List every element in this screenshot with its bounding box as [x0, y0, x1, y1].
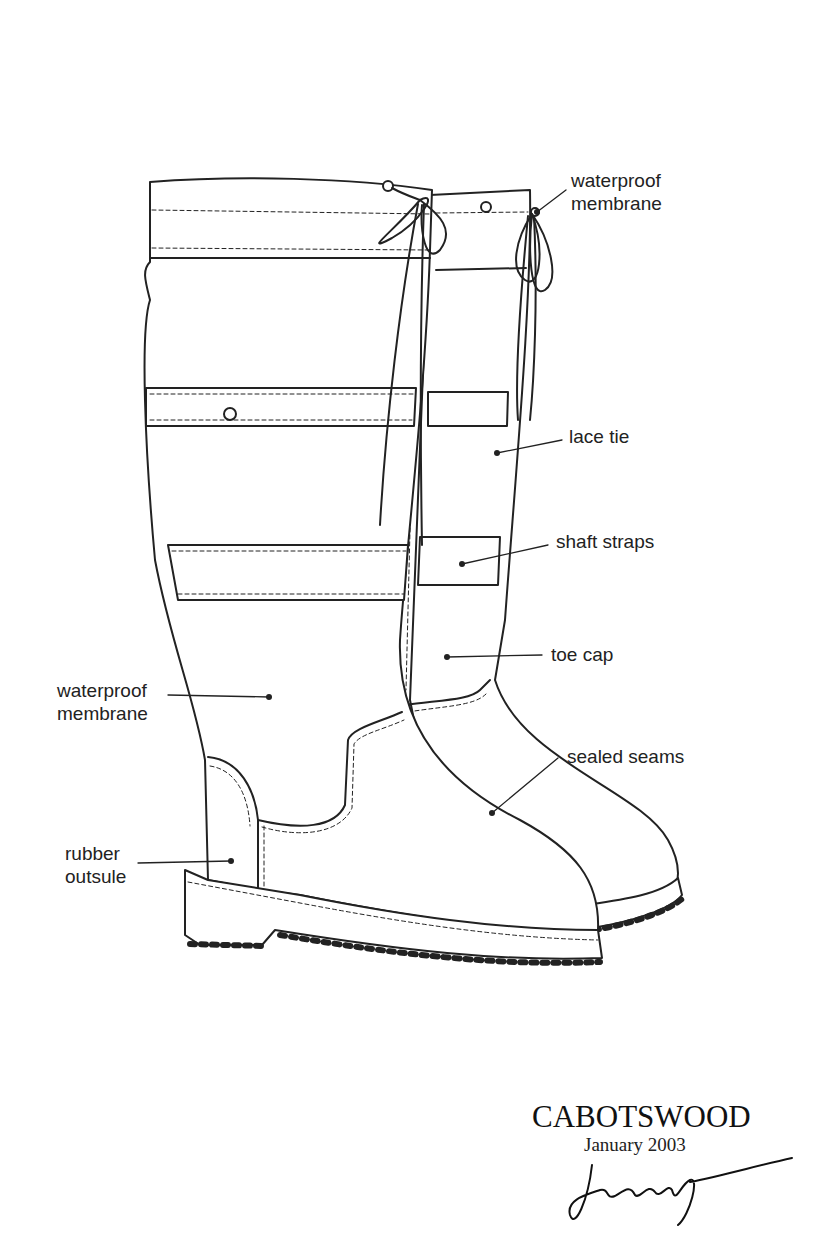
- part-label: shaft straps: [556, 531, 654, 554]
- part-label: waterproof membrane: [571, 170, 689, 216]
- back-stitch: [436, 212, 528, 213]
- front-stitch: [172, 551, 406, 552]
- back-seam: [408, 694, 486, 712]
- front-stitch: [152, 210, 430, 214]
- eyelet: [481, 202, 491, 212]
- front-seam: [257, 820, 259, 888]
- front-seam: [208, 712, 402, 826]
- rivet: [224, 408, 236, 420]
- brand-name: CABOTSWOOD: [532, 1098, 751, 1135]
- leader-line: [168, 695, 269, 697]
- part-label: waterproof membrane: [57, 680, 167, 726]
- front-welt: [188, 882, 598, 940]
- leader-dot: [534, 209, 540, 215]
- leader-line: [138, 861, 231, 863]
- date-note: January 2003: [584, 1134, 686, 1157]
- leader-dot: [489, 810, 495, 816]
- front-strap: [146, 388, 416, 426]
- back-tread: [594, 898, 683, 930]
- eyelet: [383, 181, 393, 191]
- leader-dot: [494, 450, 500, 456]
- leader-line: [492, 758, 558, 813]
- front-stitch: [150, 420, 412, 421]
- front-stitch: [178, 594, 404, 595]
- front-cuff-line: [150, 257, 430, 259]
- front-seam: [262, 720, 404, 833]
- front-boot: [145, 178, 599, 935]
- leader-line: [497, 440, 562, 453]
- signature: [569, 1158, 792, 1225]
- front-seam: [210, 766, 250, 826]
- part-label: sealed seams: [567, 746, 684, 769]
- part-label: rubber outsule: [65, 843, 137, 889]
- part-label: lace tie: [569, 426, 629, 449]
- back-strap: [418, 537, 500, 585]
- front-strap: [168, 545, 408, 600]
- part-label: toe cap: [551, 644, 613, 667]
- lace: [517, 216, 528, 420]
- front-seam: [264, 826, 265, 886]
- leader-dot: [266, 694, 272, 700]
- leader-dot: [444, 654, 450, 660]
- leader-dot: [459, 561, 465, 567]
- back-strap: [428, 392, 508, 426]
- back-seam: [405, 680, 490, 705]
- lace: [380, 204, 418, 525]
- leader-dot: [228, 858, 234, 864]
- lace: [530, 216, 536, 420]
- front-stitch: [152, 248, 430, 250]
- leader-line: [537, 190, 566, 212]
- leader-line: [447, 655, 542, 657]
- lace: [421, 204, 424, 545]
- front-tread: [190, 935, 600, 963]
- back-cuff-line: [436, 268, 526, 270]
- leader-line: [462, 545, 548, 564]
- front-stitch: [150, 394, 414, 395]
